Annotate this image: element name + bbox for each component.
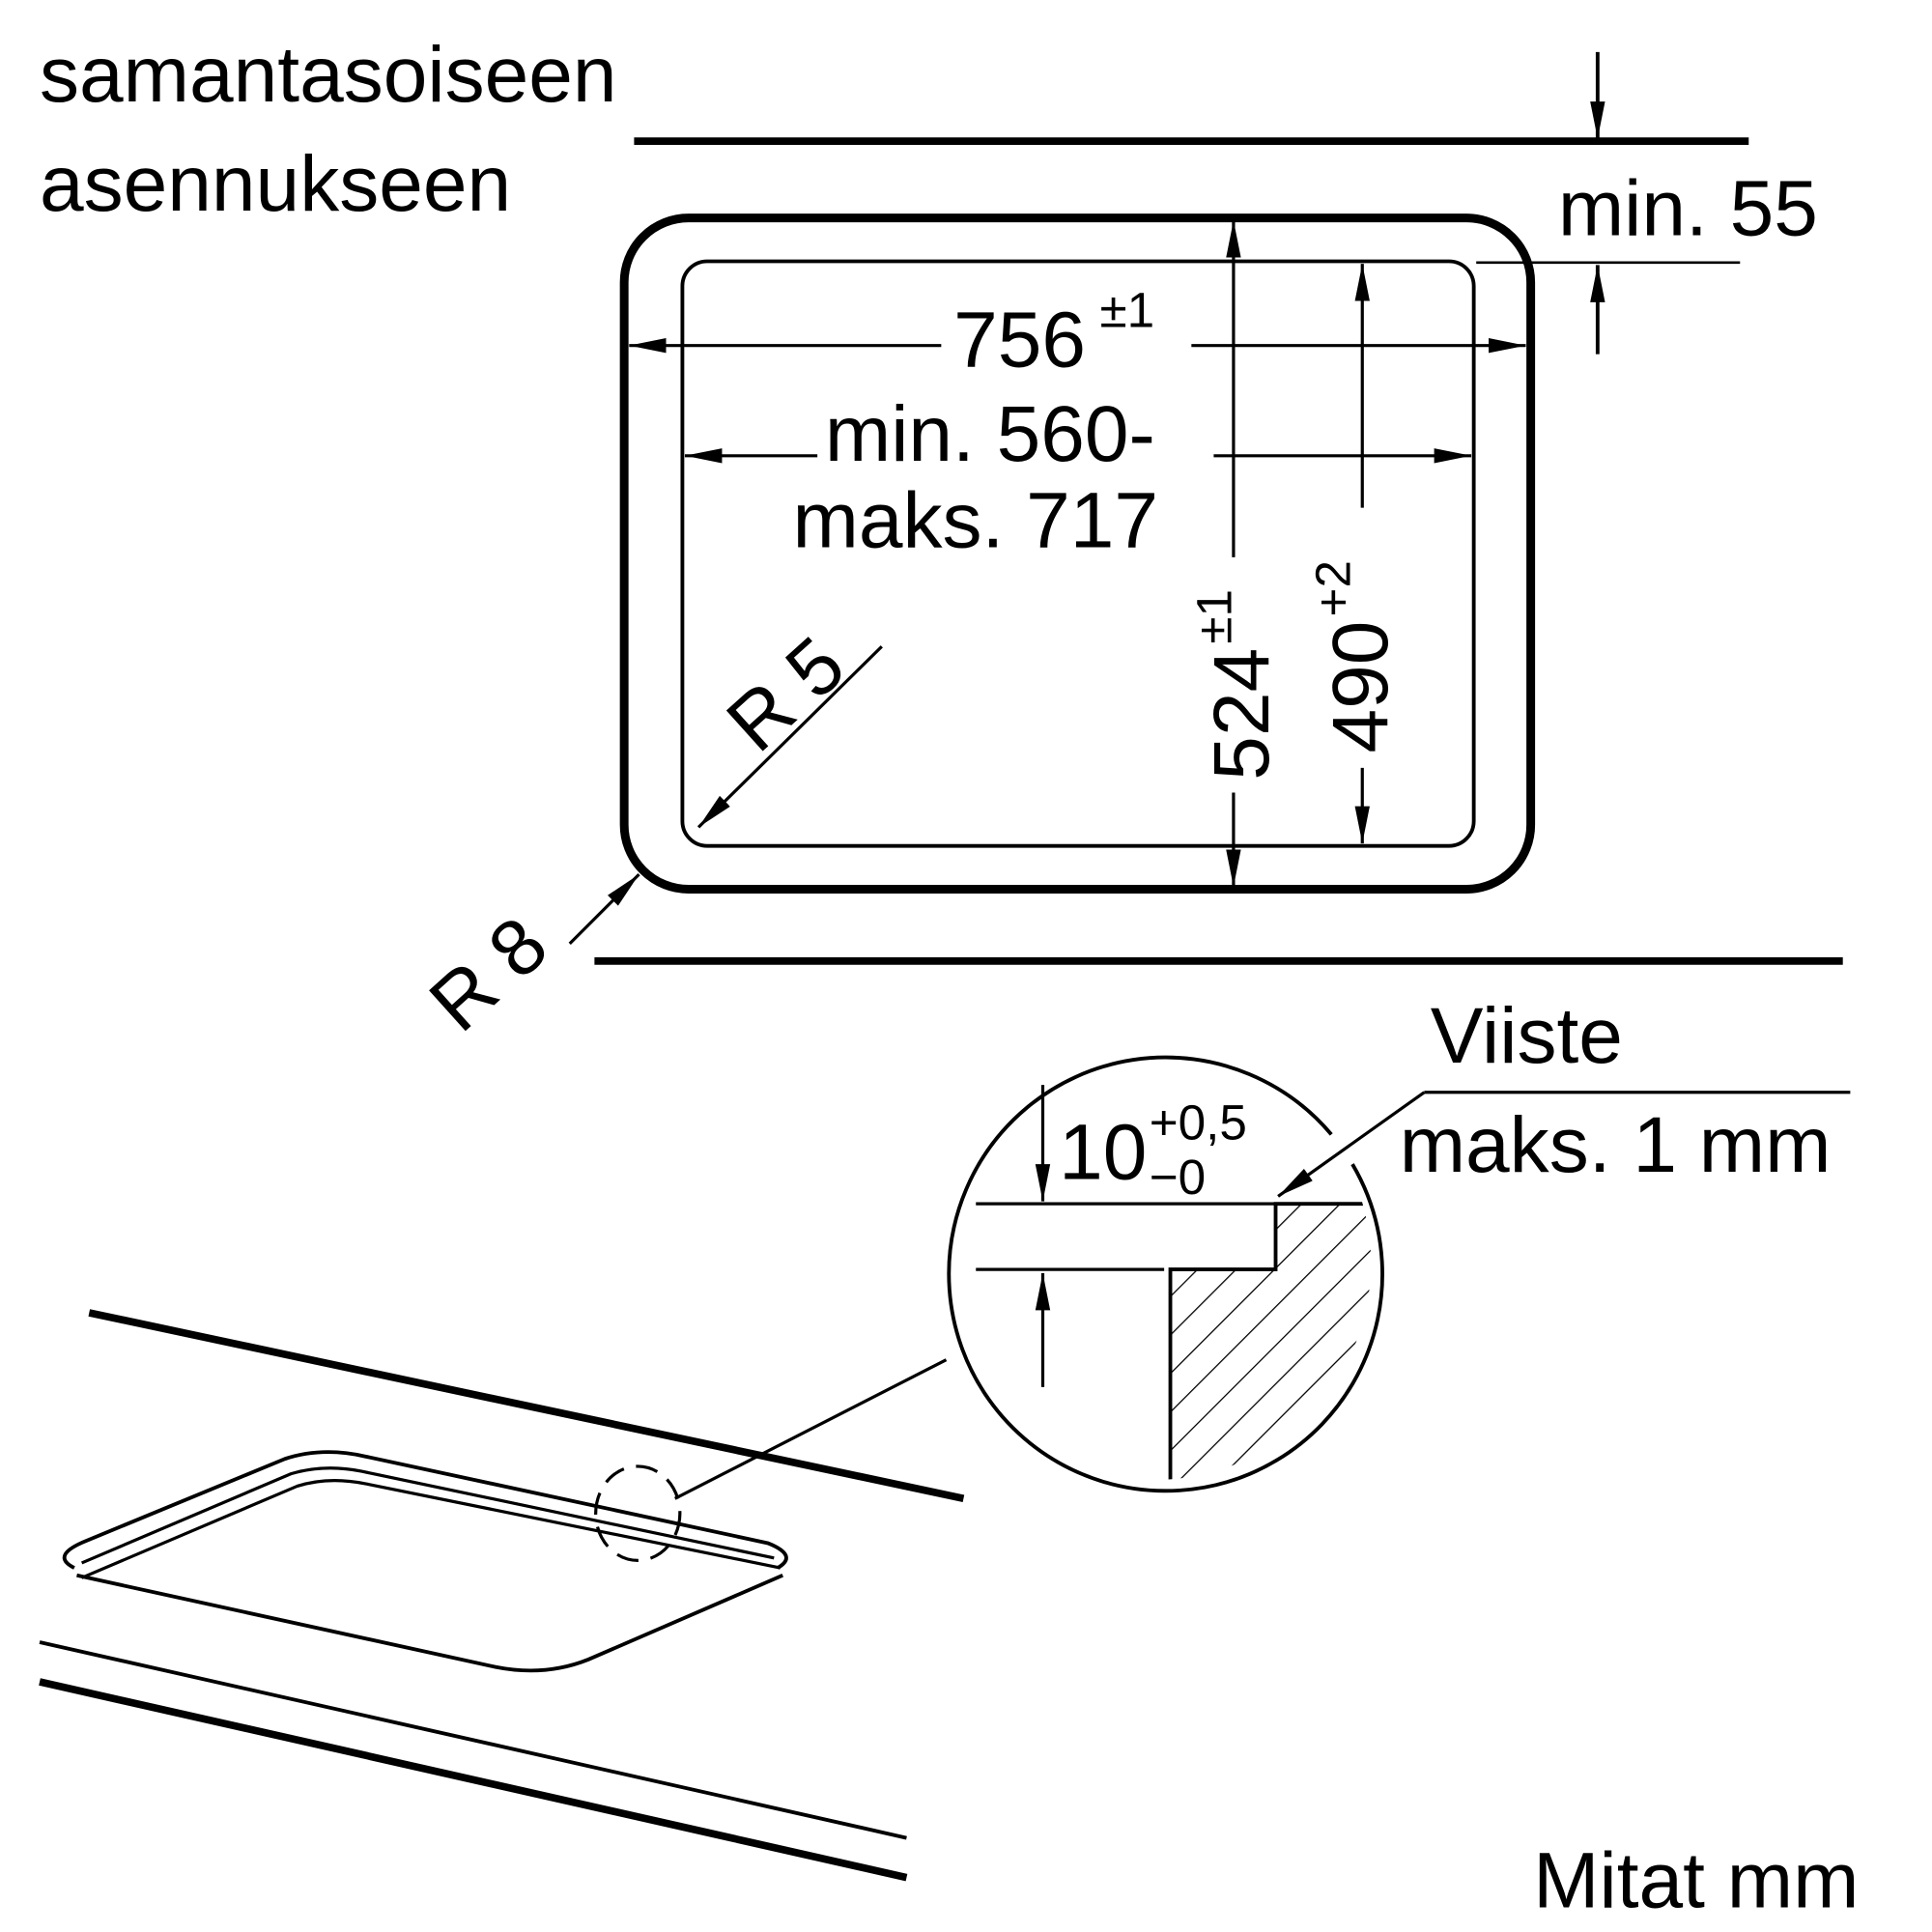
- hatched-section: [1168, 1202, 1372, 1481]
- outer-width-label: 756: [953, 296, 1086, 384]
- chamfer-leader: [1277, 1091, 1426, 1198]
- units-label: Mitat mm: [1533, 1836, 1859, 1924]
- outer-cutout: [619, 213, 1536, 894]
- inner-height-label: 490: [1317, 621, 1405, 753]
- outer-height-tolerance: ±1: [1186, 589, 1241, 644]
- perspective-view: [39, 1309, 965, 1882]
- inner-width-label-1: min. 560-: [825, 390, 1155, 478]
- header-line2: asennukseen: [40, 140, 511, 228]
- header-line1: samantasoiseen: [40, 31, 616, 119]
- r8-leader: [568, 872, 640, 946]
- inner-cutout: [680, 259, 1476, 848]
- inner-width-label-2: maks. 717: [793, 477, 1159, 565]
- outer-height-label: 524: [1198, 648, 1286, 781]
- depth-label: 10: [1059, 1109, 1147, 1197]
- depth-tol-minus: −0: [1150, 1150, 1206, 1205]
- r5-leader: [696, 645, 883, 829]
- chamfer-value: maks. 1 mm: [1400, 1101, 1832, 1189]
- outer-radius-label: R 8: [413, 900, 564, 1048]
- outer-width-tolerance: ±1: [1099, 282, 1154, 337]
- chamfer-label: Viiste: [1431, 992, 1623, 1080]
- detail-circle: [947, 1055, 1384, 1493]
- inner-radius-label: R 5: [711, 620, 862, 768]
- min55-label: min. 55: [1558, 165, 1818, 253]
- inner-height-tolerance: +2: [1305, 560, 1360, 616]
- depth-tol-plus: +0,5: [1150, 1094, 1247, 1150]
